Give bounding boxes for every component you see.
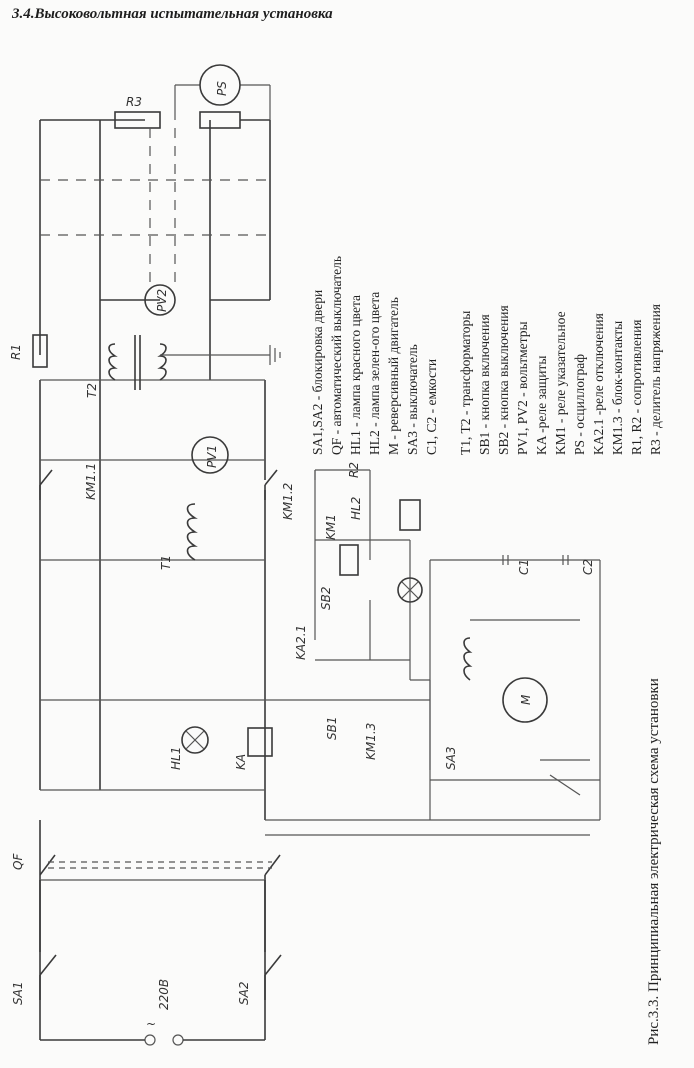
contacts-km1: KM1.1 KM1.2 [39, 463, 295, 520]
svg-text:~: ~ [146, 1017, 156, 1031]
legend-item: HL2 - лампа зелен-ого цвета [367, 292, 382, 455]
motor-circuit: SA3 M C1 C2 [265, 555, 601, 836]
label-hl2: HL2 [349, 497, 363, 520]
label-sa3: SA3 [444, 747, 458, 770]
legend-item: HL1 - лампа красного цвета [348, 295, 363, 455]
lamp-hl1: HL1 [169, 726, 209, 770]
oscillograph-ps: PS [174, 64, 271, 120]
breaker-qf: QF [11, 853, 281, 876]
voltmeter-pv1: PV1 [191, 436, 229, 474]
label-ps: PS [215, 81, 229, 96]
transformer-t1: T1 [159, 503, 198, 570]
relay-ka-coil: KA [234, 727, 273, 770]
divider-r3: R3 [40, 95, 270, 290]
legend-item: KA -реле защиты [534, 356, 549, 455]
label-c1: C1 [517, 559, 531, 575]
label-pv1: PV1 [205, 445, 219, 468]
label-sb1: SB1 [325, 717, 339, 740]
legend-item: SB1 - кнопка включения [477, 314, 492, 455]
legend-item: PS - осциллограф [572, 354, 587, 455]
legend-item: QF - автоматический выключатель [329, 256, 344, 455]
label-ka21: KA2.1 [294, 625, 308, 660]
bus-lines [39, 119, 271, 1040]
label-km12: KM1.2 [281, 483, 295, 520]
legend-item: R1, R2 - сопротивления [629, 319, 644, 455]
label-sa2: SA2 [237, 982, 251, 1005]
label-c2: C2 [581, 559, 595, 575]
legend-item: R3 - делитель напряжения [648, 304, 663, 455]
legend-item: KM1.3 - блок-контакты [610, 321, 625, 455]
legend-item: C1, C2 - емкости [424, 359, 439, 455]
supply-terminals: ~ 220В [40, 979, 265, 1046]
legend-item: T1, T2 - трансформаторы [458, 311, 473, 455]
label-r3: R3 [126, 95, 142, 109]
legend: SA1,SA2 - блокировка двери QF - автомати… [310, 256, 663, 455]
legend-item: PV1, PV2 - вольтметры [515, 321, 530, 455]
supply-label: 220В [157, 979, 171, 1010]
legend-item: SB2 - кнопка выключения [496, 305, 511, 455]
transformer-t2: T2 [85, 335, 281, 398]
label-r1: R1 [9, 344, 23, 360]
label-km11: KM1.1 [84, 463, 98, 500]
page-heading: 3.4.Высоковольтная испытательная установ… [12, 6, 333, 22]
label-sb2: SB2 [319, 587, 333, 610]
label-t2: T2 [85, 383, 99, 398]
label-hl1: HL1 [169, 747, 183, 770]
voltmeter-pv2: PV2 [144, 284, 176, 316]
figure-caption: Рис.3.3. Принципиальная электрическая сх… [646, 678, 662, 1045]
label-m: M [519, 694, 533, 705]
legend-item: SA3 - выключатель [405, 344, 420, 455]
label-sa1: SA1 [11, 982, 25, 1005]
label-pv2: PV2 [155, 289, 169, 312]
resistor-r1: R1 [9, 334, 48, 368]
legend-item: KM1 - реле указательное [553, 311, 568, 455]
label-t1: T1 [159, 555, 173, 570]
label-qf: QF [11, 853, 25, 870]
door-interlock-switches: SA1 SA2 [11, 880, 282, 1005]
label-ka: KA [234, 754, 248, 770]
label-km13: KM1.3 [364, 723, 378, 760]
legend-item: KA2.1 -реле отключения [591, 313, 606, 455]
label-km1: KM1 [324, 514, 338, 540]
legend-item: M - реверсивный двигатель [386, 297, 401, 455]
legend-item: SA1,SA2 - блокировка двери [310, 290, 325, 455]
label-r2: R2 [347, 462, 361, 478]
